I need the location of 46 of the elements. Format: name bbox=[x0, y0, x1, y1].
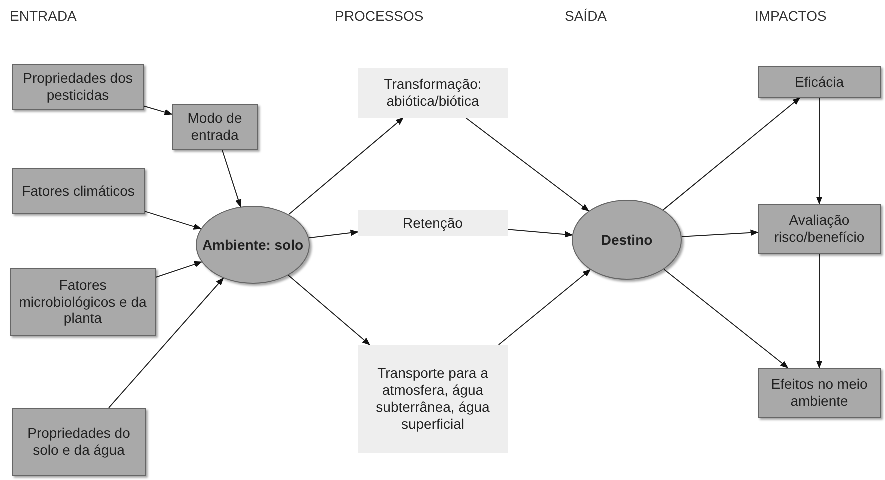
ellipse-node bbox=[196, 206, 310, 284]
factor-box bbox=[758, 204, 881, 254]
node-label: Destino bbox=[601, 232, 653, 248]
arrow bbox=[144, 106, 173, 116]
node-label: Ambiente: solo bbox=[202, 236, 304, 254]
column-heading: IMPACTOS bbox=[755, 8, 827, 24]
arrow bbox=[288, 274, 370, 346]
node-label: Avaliação risco/benefício bbox=[773, 212, 866, 246]
arrow bbox=[156, 261, 203, 278]
process-box bbox=[358, 345, 508, 453]
arrow bbox=[816, 254, 823, 369]
node-label: Fatores climáticos bbox=[22, 182, 135, 200]
column-heading: SAÍDA bbox=[565, 8, 608, 24]
factor-box bbox=[758, 66, 881, 98]
column-heading: ENTRADA bbox=[10, 8, 77, 24]
arrow bbox=[498, 269, 592, 346]
arrow bbox=[108, 278, 224, 408]
node-label: Transformação: abiótica/biótica bbox=[383, 76, 483, 110]
node-label: Eficácia bbox=[794, 74, 844, 90]
factor-box bbox=[10, 268, 156, 336]
factor-box bbox=[172, 104, 258, 150]
node-label: Modo de entrada bbox=[186, 110, 244, 144]
factor-box bbox=[12, 408, 146, 476]
arrow bbox=[222, 150, 242, 208]
node-label: Propriedades dos pesticidas bbox=[22, 70, 134, 104]
node-label: Fatores microbiológicos e da planta bbox=[18, 276, 148, 328]
arrow bbox=[681, 230, 759, 238]
arrow bbox=[308, 230, 359, 239]
ellipse-node bbox=[572, 200, 682, 280]
process-box bbox=[358, 68, 508, 118]
arrow bbox=[144, 211, 202, 230]
node-label: Transporte para a atmosfera, água subterrânea, água superficial bbox=[375, 365, 491, 433]
node-label: Propriedades do solo e da água bbox=[26, 425, 132, 459]
arrow bbox=[662, 98, 801, 211]
arrow bbox=[508, 229, 574, 238]
arrow bbox=[664, 269, 789, 368]
process-box bbox=[358, 210, 508, 236]
factor-box bbox=[12, 64, 144, 110]
arrow bbox=[466, 118, 590, 212]
column-heading: PROCESSOS bbox=[335, 8, 424, 24]
factor-box bbox=[12, 168, 145, 214]
arrow bbox=[288, 117, 404, 216]
arrow bbox=[816, 98, 823, 205]
factor-box bbox=[758, 368, 881, 418]
node-label: Efeitos no meio ambiente bbox=[770, 376, 869, 410]
node-label: Retenção bbox=[403, 214, 463, 232]
